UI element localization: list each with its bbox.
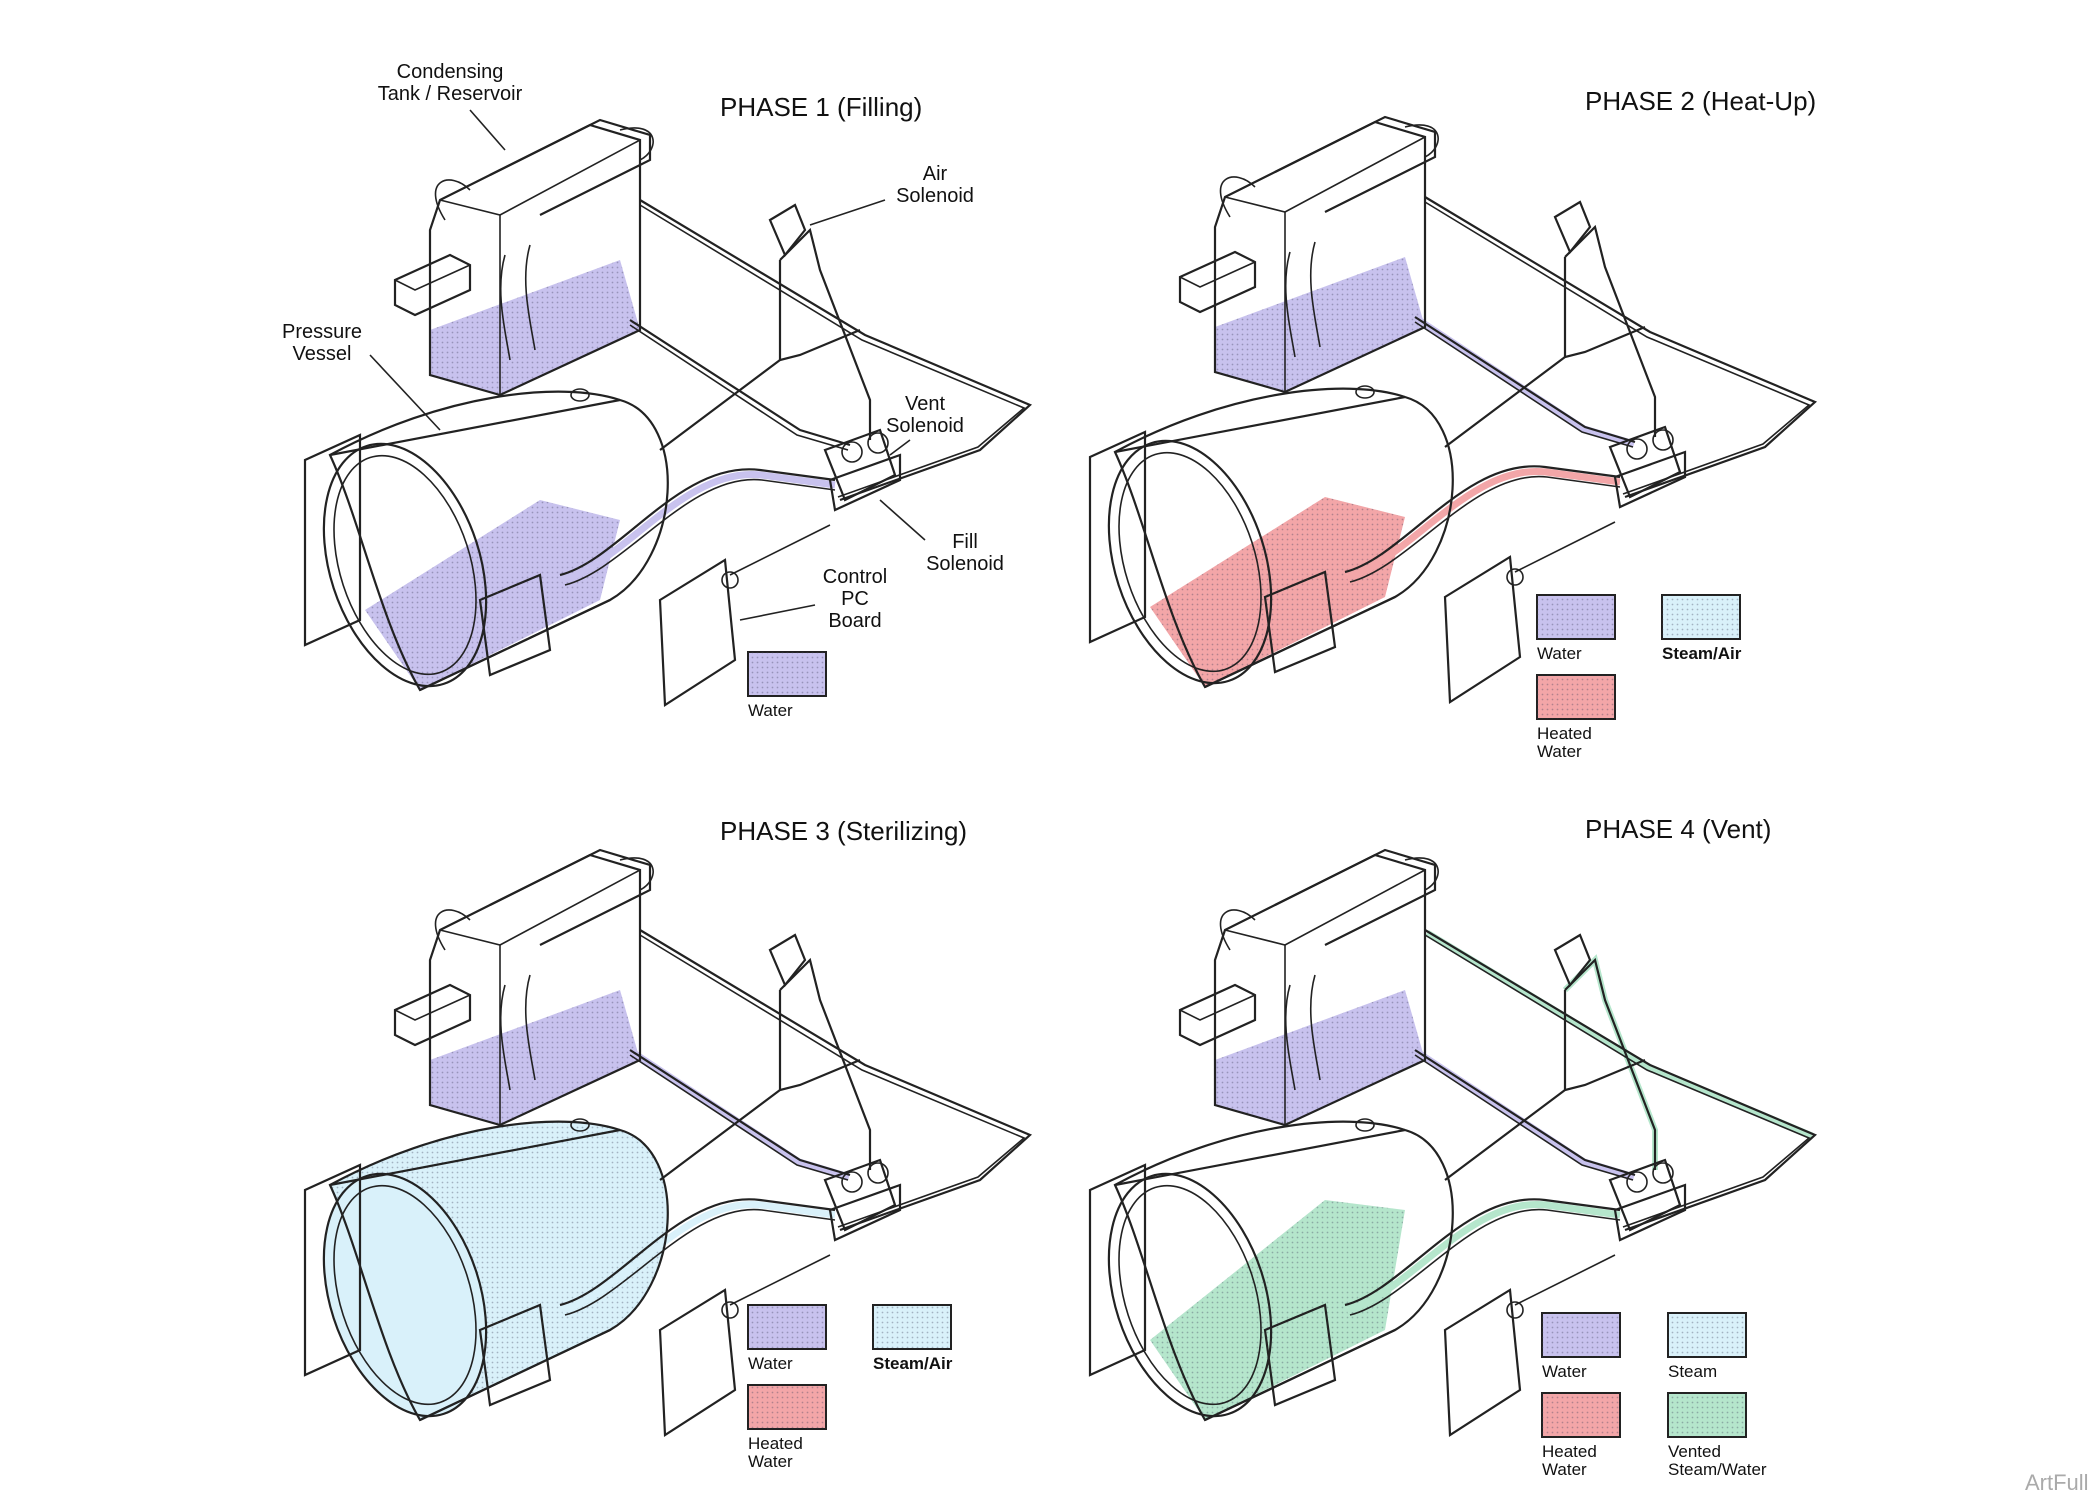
control-board-label-1: Control bbox=[823, 566, 887, 588]
phase-4-panel: PHASE 4 (Vent) Water Steam Heated Water … bbox=[1078, 814, 1817, 1479]
pressure-vessel-label-1: Pressure bbox=[282, 321, 362, 343]
fill-solenoid-label-1: Fill bbox=[952, 531, 978, 553]
condensing-tank-label-2: Tank / Reservoir bbox=[378, 83, 523, 105]
legend-label-heated-water-1: Heated bbox=[748, 1434, 803, 1453]
legend-label-heated-water-1: Heated bbox=[1542, 1442, 1597, 1461]
legend-label-water: Water bbox=[1542, 1362, 1587, 1381]
legend-label-heated-water-2: Water bbox=[1537, 742, 1582, 761]
phase-3-panel: PHASE 3 (Sterilizing) Water Steam/Air He… bbox=[293, 816, 1032, 1471]
phase-1-legend: Water bbox=[747, 651, 827, 720]
phase-4-title: PHASE 4 (Vent) bbox=[1585, 814, 1771, 844]
legend-label-vented-1: Vented bbox=[1668, 1442, 1721, 1461]
legend-label-heated-water-1: Heated bbox=[1537, 724, 1592, 743]
pressure-vessel-label-2: Vessel bbox=[293, 343, 352, 365]
vent-solenoid-label-2: Solenoid bbox=[886, 415, 964, 437]
control-board-label-2: PC bbox=[841, 588, 869, 610]
legend-label-vented-2: Steam/Water bbox=[1668, 1460, 1767, 1479]
phase-3-legend: Water Steam/Air Heated Water bbox=[747, 1304, 953, 1471]
phase-1-title: PHASE 1 (Filling) bbox=[720, 92, 922, 122]
phase-2-legend: Water Steam/Air Heated Water bbox=[1536, 594, 1742, 761]
legend-label-heated-water-2: Water bbox=[748, 1452, 793, 1471]
legend-label-steam: Steam bbox=[1668, 1362, 1717, 1381]
air-solenoid-label-1: Air bbox=[923, 163, 948, 185]
phase-2-panel: PHASE 2 (Heat-Up) Water Steam/Air Heated… bbox=[1078, 86, 1816, 761]
phase-1-panel: PHASE 1 (Filling) Condensing Tank / Rese… bbox=[282, 61, 1032, 720]
legend-label-steam-air: Steam/Air bbox=[1662, 644, 1742, 663]
legend-label-water: Water bbox=[1537, 644, 1582, 663]
phase-3-title: PHASE 3 (Sterilizing) bbox=[720, 816, 967, 846]
heated-water-pipe bbox=[1346, 468, 1621, 581]
phase-2-title: PHASE 2 (Heat-Up) bbox=[1585, 86, 1816, 116]
phase-4-legend: Water Steam Heated Water Vented Steam/Wa… bbox=[1541, 1312, 1767, 1479]
fill-solenoid-label-2: Solenoid bbox=[926, 553, 1004, 575]
water-fill-pipe bbox=[561, 471, 836, 584]
vented-pipe-upper bbox=[1425, 930, 1814, 1140]
watermark: ArtFull bbox=[2025, 1470, 2089, 1495]
legend-label-heated-water-2: Water bbox=[1542, 1460, 1587, 1479]
vented-pipe-lower bbox=[1346, 1201, 1621, 1314]
vent-solenoid-label-1: Vent bbox=[905, 393, 945, 415]
condensing-tank-label-1: Condensing bbox=[397, 61, 504, 83]
legend-label-steam-air: Steam/Air bbox=[873, 1354, 953, 1373]
legend-label-water: Water bbox=[748, 701, 793, 720]
air-solenoid-label-2: Solenoid bbox=[896, 185, 974, 207]
legend-label-water: Water bbox=[748, 1354, 793, 1373]
control-board-label-3: Board bbox=[828, 610, 881, 632]
